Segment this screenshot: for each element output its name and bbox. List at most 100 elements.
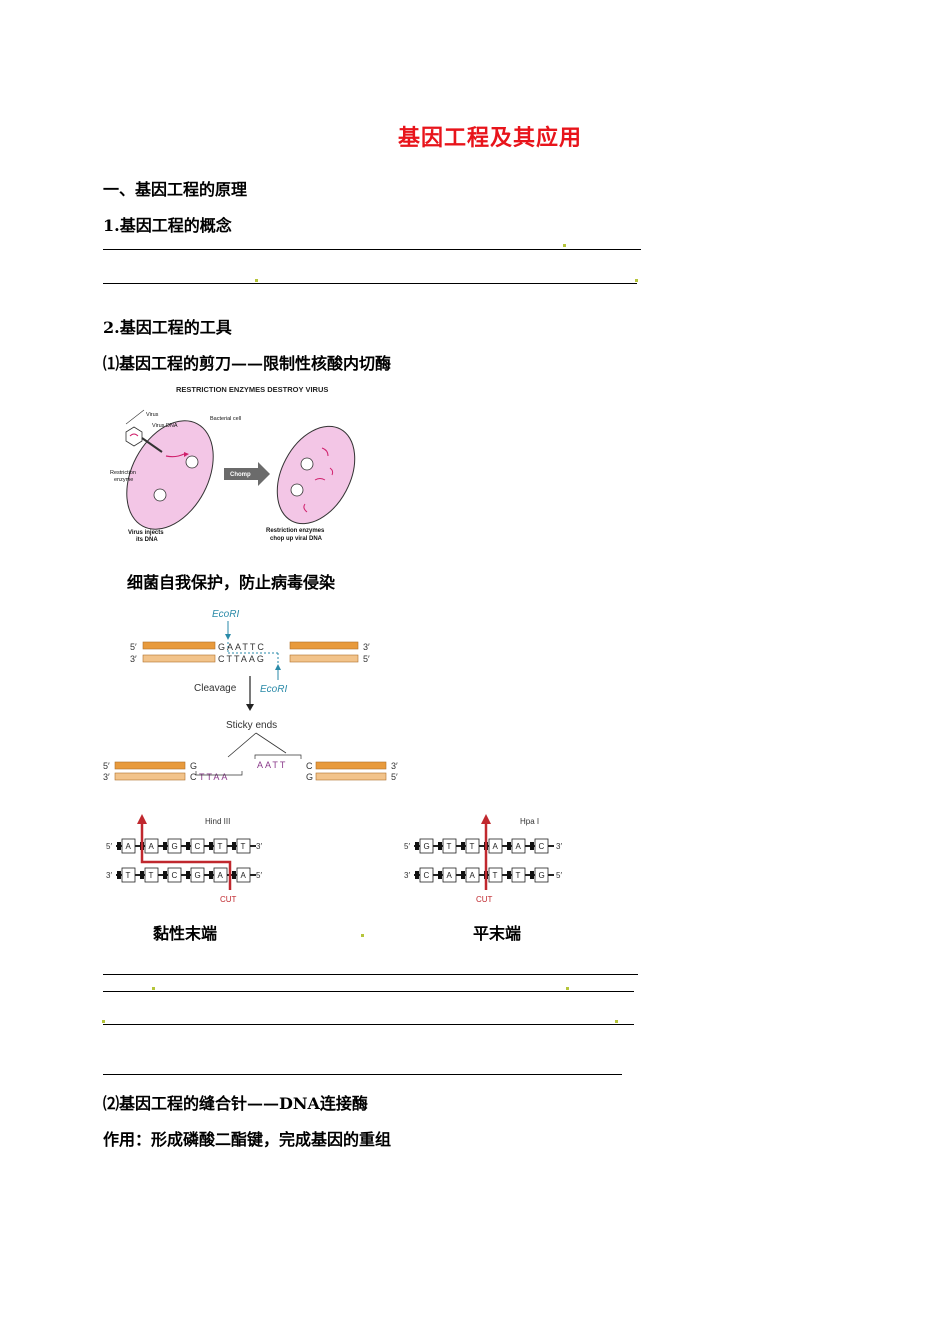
base-box [488,838,503,854]
enzyme-icon [185,455,199,469]
blunt-end-caption: 平末端 [473,924,522,943]
svg-text:3′: 3′ [556,842,562,851]
svg-text:Restriction enzymes: Restriction enzymes [266,528,325,534]
base-letter: C [424,871,430,880]
base-letter: T [493,871,498,880]
base-letter: T [149,871,154,880]
cleavage-label: Cleavage [194,683,237,694]
figure-heading: RESTRICTION ENZYMES DESTROY VIRUS [176,385,328,394]
sticky-end-caption: 黏性末端 [153,924,218,943]
svg-text:C: C [190,772,197,782]
svg-text:3′: 3′ [256,842,262,851]
svg-text:5′: 5′ [556,871,562,880]
svg-text:3′: 3′ [363,642,370,652]
dna-strand [142,641,216,650]
cut-label: CUT [476,895,493,904]
base-box [419,838,434,854]
base-letter: A [516,842,522,851]
base-box [236,867,251,883]
base-letter: A [218,871,224,880]
svg-text:3′: 3′ [404,871,410,880]
chomp-arrow [224,462,270,486]
svg-text:Chomp: Chomp [230,472,251,478]
base-letter: A [149,842,155,851]
base-box [213,867,228,883]
dna-strand [142,654,216,663]
bacterial-cell-right [276,425,356,525]
answer-line [103,1024,634,1025]
hpa-i-label: Hpa I [520,817,539,826]
svg-text:3′: 3′ [103,772,110,782]
base-box [442,867,457,883]
answer-line [103,974,638,975]
svg-text:5′: 5′ [130,642,137,652]
svg-text:3′: 3′ [106,871,112,880]
base-box [511,838,526,854]
svg-text:G: G [306,772,313,782]
base-box [121,838,136,854]
virus-icon [125,426,143,447]
svg-text:5′: 5′ [404,842,410,851]
base-letter: A [470,871,476,880]
page-title: 基因工程及其应用 [397,125,582,151]
base-letter: C [195,842,201,851]
dna-strand [289,654,359,663]
svg-text:3′: 3′ [130,654,137,664]
base-letter: C [172,871,178,880]
marker-dot [615,1020,618,1023]
top-sequence: GAATTC [218,642,266,652]
base-letter: A [241,871,247,880]
base-letter: T [447,842,452,851]
section-heading-principle: 一、基因工程的原理 [103,180,248,199]
sticky-ends-label: Sticky ends [226,720,277,731]
svg-text:3′: 3′ [391,761,398,771]
base-box [167,838,182,854]
svg-text:5′: 5′ [103,761,110,771]
base-box [465,867,480,883]
bacteria-caption: 细菌自我保护，防止病毒侵染 [127,573,336,592]
base-letter: G [539,871,545,880]
answer-line [103,249,641,250]
answer-line [103,283,637,284]
enzyme-icon [153,488,167,502]
sticky-overhang-right: AATT [257,760,287,770]
base-box [144,867,159,883]
cut-label: CUT [220,895,237,904]
svg-text:G: G [190,761,197,771]
marker-dot [102,1020,105,1023]
base-box [488,867,503,883]
ecori-figure: EcoRI 5′ 3′ GAATTC CTTAAG 3′ 5′ EcoRI Cl… [103,609,398,782]
answer-line [103,991,634,992]
ligase-effect: 作用：形成磷酸二酯键，完成基因的重组 [103,1130,392,1149]
base-letter: A [493,842,499,851]
bottom-sequence: CTTAAG [218,654,266,664]
marker-dot [152,987,155,990]
ecori-label-bottom: EcoRI [260,684,287,695]
hind-iii-label: Hind III [205,817,230,826]
base-letter: T [126,871,131,880]
svg-text:chop up viral DNA: chop up viral DNA [270,536,323,542]
base-letter: G [424,842,430,851]
base-box [534,867,549,883]
svg-text:Virus: Virus [146,412,159,418]
ecori-label-top: EcoRI [212,609,239,620]
base-box [144,838,159,854]
item-tools-heading: 2.基因工程的工具 [103,318,232,337]
base-letter: T [516,871,521,880]
svg-text:Virus injects: Virus injects [128,530,164,536]
base-letter: G [195,871,201,880]
base-letter: A [447,871,453,880]
base-box [121,867,136,883]
base-letter: T [218,842,223,851]
base-box [442,838,457,854]
answer-line [103,1074,622,1075]
base-box [213,838,228,854]
marker-dot [635,279,638,282]
base-box [419,867,434,883]
svg-text:enzyme: enzyme [114,477,133,483]
marker-dot [361,934,364,937]
cut-comparison-figure: Hind III 5′ 3′ A A G C T T T T C G A A 3′ 5′ CUT H… [106,814,562,904]
base-letter: G [172,842,178,851]
svg-text:C: C [306,761,313,771]
